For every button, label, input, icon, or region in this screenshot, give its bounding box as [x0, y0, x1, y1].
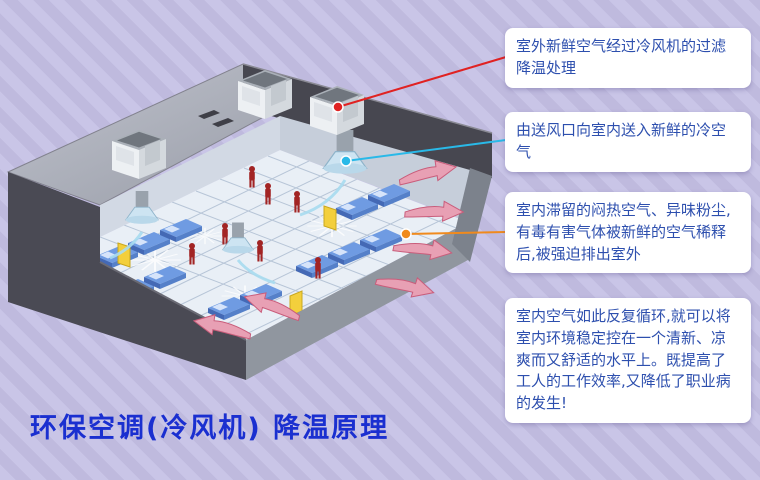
- callout-exhaust-air: 室内滞留的闷热空气、异味粉尘,有毒有害气体被新鲜的空气稀释后,被强迫排出室外: [505, 192, 751, 274]
- front-left-wall: [8, 172, 246, 380]
- interior-wall-right: [280, 116, 470, 222]
- building-illustration: [6, 63, 493, 380]
- callout-circulation: 室内空气如此反复循环,就可以将室内环境稳定控在一个清新、凉爽而又舒适的水平上。既…: [505, 298, 751, 423]
- right-gable-wall: [452, 168, 492, 262]
- front-right-wall: [246, 222, 468, 380]
- page-title: 环保空调(冷风机) 降温原理: [30, 413, 390, 444]
- roof-vent-icon: [212, 118, 234, 127]
- supply-air-flow: [109, 179, 347, 285]
- door-icon: [323, 205, 337, 231]
- callout-fresh-air-filter: 室外新鲜空气经过冷风机的过滤降温处理: [505, 28, 751, 88]
- callout-supply-air: 由送风口向室内送入新鲜的冷空气: [505, 112, 751, 172]
- roof-vent-icon: [198, 110, 220, 119]
